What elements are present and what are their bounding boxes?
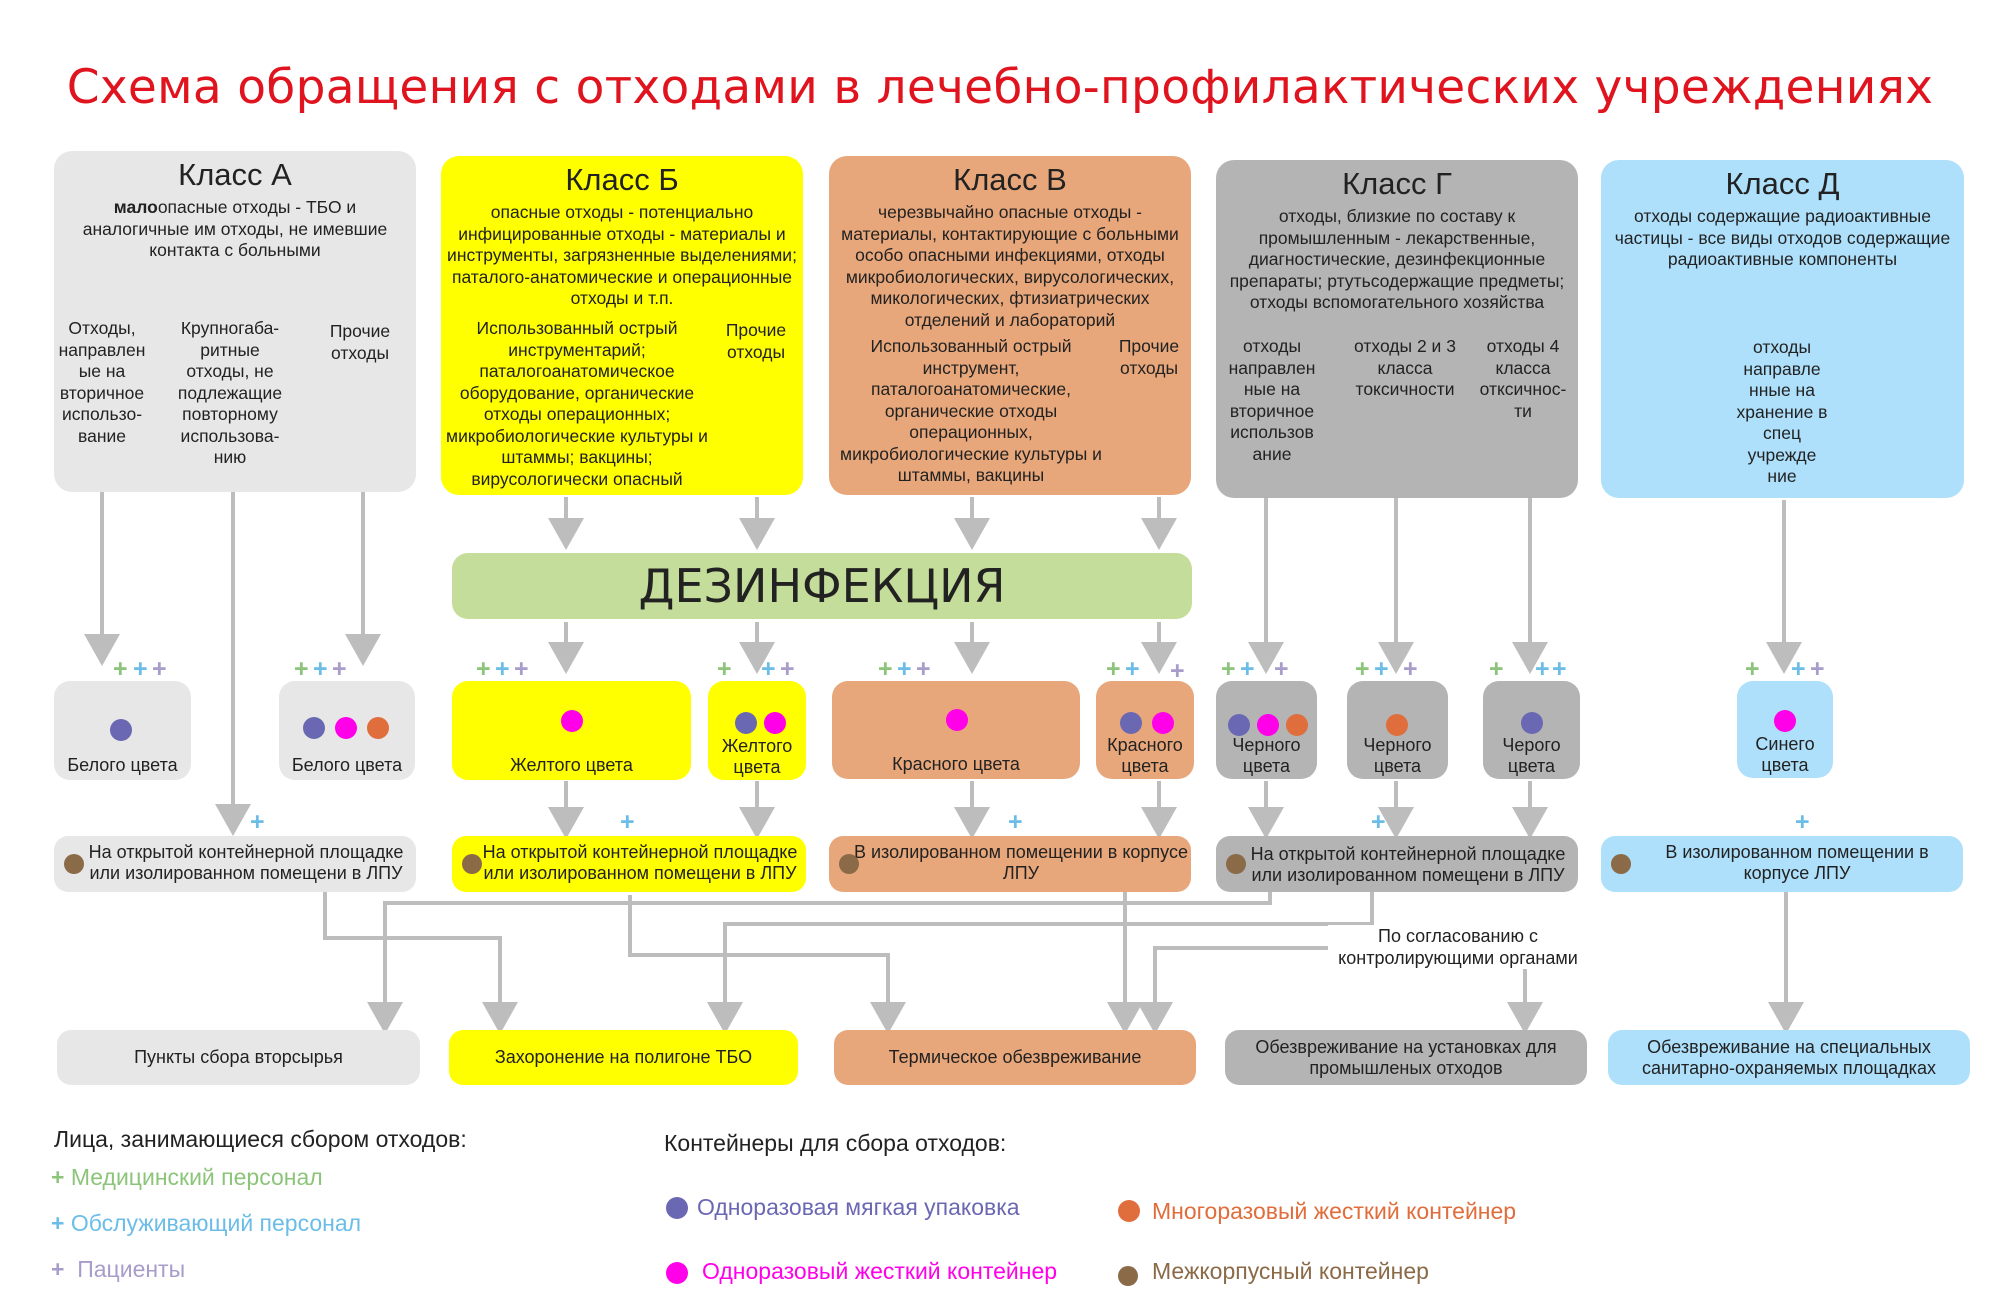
storage-a: На открытой контейнерной площадке или из… xyxy=(54,836,416,892)
legend-rigid-single-dot xyxy=(666,1262,688,1284)
disinfection-bar: ДЕЗИНФЕКЦИЯ xyxy=(452,553,1192,619)
soft-pack-dot xyxy=(110,719,132,741)
container-g-black-1: Черного цвета xyxy=(1216,681,1317,779)
legend-service-staff: + Обслуживающий персонал xyxy=(51,1210,362,1236)
dest-industrial: Обезвреживание на установках для промышл… xyxy=(1225,1030,1587,1085)
container-v-red-1: Красного цвета xyxy=(832,681,1080,779)
legend-rigid-single-label: Одноразовый жесткий контейнер xyxy=(702,1258,1058,1284)
class-v-sub-other: Прочие отходы xyxy=(1118,336,1180,378)
legend-soft-pack-label: Одноразовая мягкая упаковка xyxy=(697,1194,1020,1220)
class-b-title: Класс Б xyxy=(565,162,679,197)
container-b-yellow-2: Желтого цвета xyxy=(708,681,806,780)
class-g-box: Класс Г отходы, близкие по составу к про… xyxy=(1216,160,1578,498)
legend-inter-building-label: Межкорпусный контейнер xyxy=(1152,1258,1429,1284)
rigid-reusable-dot xyxy=(367,717,389,739)
container-g-black-2: Черного цвета xyxy=(1347,681,1448,779)
legend-patients: + Пациенты xyxy=(51,1256,186,1282)
class-b-sub-other: Прочие отходы xyxy=(725,320,787,362)
rigid-single-dot xyxy=(1774,710,1796,732)
class-g-sub-recycling: отходы направлен ные на вторичное исполь… xyxy=(1228,336,1316,464)
rigid-reusable-dot xyxy=(1386,714,1408,736)
dest-special-sites: Обезвреживание на специальных санитарно-… xyxy=(1608,1030,1970,1085)
rigid-single-dot xyxy=(1152,712,1174,734)
class-g-sub-toxic-2-3: отходы 2 и 3 класса токсичности xyxy=(1354,336,1456,399)
storage-d: В изолированном помещении в корпусе ЛПУ xyxy=(1601,836,1963,892)
dest-landfill: Захоронение на полигоне ТБО xyxy=(449,1030,798,1085)
inter-building-container-dot xyxy=(462,854,482,874)
rigid-single-dot xyxy=(764,712,786,734)
soft-pack-dot xyxy=(1521,712,1543,734)
rigid-single-dot xyxy=(946,709,968,731)
soft-pack-dot xyxy=(1228,714,1250,736)
class-g-sub-toxic-4: отходы 4 класса откcичнос- ти xyxy=(1479,336,1567,421)
inter-building-container-dot xyxy=(64,854,84,874)
soft-pack-dot xyxy=(303,717,325,739)
legend-inter-building-dot xyxy=(1118,1266,1138,1286)
class-a-sub-recycling: Отходы, направлен ые на вторичное исполь… xyxy=(58,318,146,446)
soft-pack-dot xyxy=(735,712,757,734)
inter-building-container-dot xyxy=(1226,854,1246,874)
legend-containers-title: Контейнеры для сбора отходов: xyxy=(664,1130,1007,1156)
dest-thermal: Термическое обезвреживание xyxy=(834,1030,1196,1085)
class-d-description: отходы содержащие радиоактивные частицы … xyxy=(1614,206,1951,269)
class-g-description: отходы, близкие по составу к промышленны… xyxy=(1229,206,1565,312)
legend-rigid-reusable-label: Многоразовый жесткий контейнер xyxy=(1152,1198,1517,1224)
rigid-reusable-dot xyxy=(1286,714,1308,736)
rigid-single-dot xyxy=(335,717,357,739)
inter-building-container-dot xyxy=(839,854,859,874)
legend-soft-pack-dot xyxy=(666,1197,688,1219)
legend-rigid-reusable-dot xyxy=(1118,1200,1140,1222)
storage-g: На открытой контейнерной площадке или из… xyxy=(1216,836,1578,892)
rigid-single-dot xyxy=(1257,714,1279,736)
class-a-description: малоопасные отходы - ТБО и аналогичные и… xyxy=(82,197,388,260)
class-b-description: опасные отходы - потенциально инфицирова… xyxy=(447,202,797,308)
class-b-box: Класс Б опасные отходы - потенциально ин… xyxy=(441,156,803,495)
container-a-white-1: Белого цвета xyxy=(54,681,191,780)
class-g-title: Класс Г xyxy=(1342,166,1452,201)
container-g-black-3: Черого цвета xyxy=(1483,681,1580,779)
soft-pack-dot xyxy=(1120,712,1142,734)
page-title: Схема обращения с отходами в лечебно-про… xyxy=(66,60,1934,115)
legend-persons-title: Лица, занимающиеся сбором отходов: xyxy=(54,1126,467,1152)
class-a-box: Класс А малоопасные отходы - ТБО и анало… xyxy=(54,151,416,492)
class-d-title: Класс Д xyxy=(1725,166,1840,201)
agreement-note: По согласованию с контролирующими органа… xyxy=(1328,925,1588,969)
class-a-sub-other: Прочие отходы xyxy=(329,321,391,363)
container-a-white-2: Белого цвета xyxy=(279,681,415,780)
inter-building-container-dot xyxy=(1611,854,1631,874)
class-a-sub-bulky: Крупногаба- ритные отходы, не подлежащие… xyxy=(177,318,283,467)
class-a-title: Класс А xyxy=(178,157,292,192)
storage-v: В изолированном помещении в корпусе ЛПУ xyxy=(829,836,1191,892)
container-d-blue: Синего цвета xyxy=(1737,681,1833,778)
class-d-box: Класс Д отходы содержащие радиоактивные … xyxy=(1601,160,1964,498)
class-b-sub-sharp: Использованный острый инструментарий; па… xyxy=(446,318,708,489)
class-v-sub-sharp: Использованный острый инструмент, патало… xyxy=(840,336,1102,485)
class-v-description: черезвычайно опасные отходы - материалы,… xyxy=(841,202,1179,330)
legend-medical-staff: + Медицинский персонал xyxy=(51,1164,323,1190)
dest-recycling-points: Пункты сбора вторсырья xyxy=(57,1030,420,1085)
class-d-sub-storage: отходы направле нные на хранение в спец … xyxy=(1736,337,1828,486)
class-v-box: Класс В черезвычайно опасные отходы - ма… xyxy=(829,156,1191,495)
container-b-yellow-1: Желтого цвета xyxy=(452,681,691,780)
class-v-title: Класс В xyxy=(953,162,1067,197)
container-v-red-2: Красного цвета xyxy=(1096,681,1194,779)
storage-b: На открытой контейнерной площадке или из… xyxy=(452,836,806,892)
rigid-single-dot xyxy=(561,710,583,732)
